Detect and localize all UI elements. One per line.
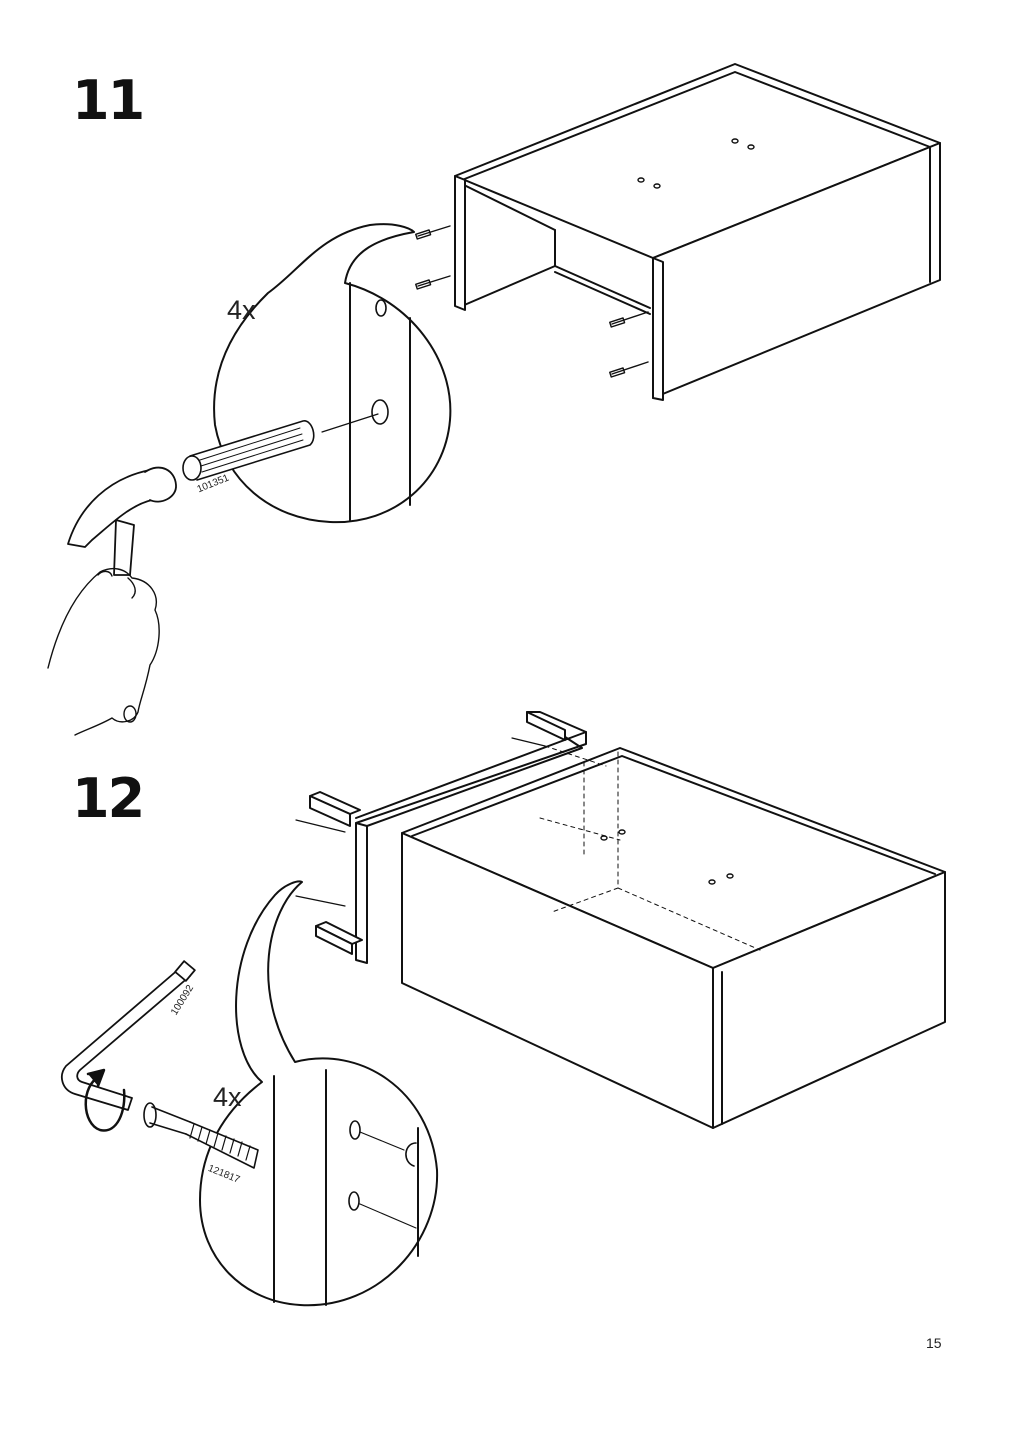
hand-icon xyxy=(47,567,160,736)
hammer-icon xyxy=(67,466,177,576)
rotate-arrow-icon xyxy=(84,1068,126,1132)
step-12-cabinet xyxy=(401,745,946,1129)
step-12-quantity: 4x xyxy=(213,1082,242,1112)
page-number: 15 xyxy=(926,1335,942,1351)
step-11-detail-bubble xyxy=(213,223,452,524)
wooden-dowel-icon xyxy=(182,420,315,481)
step-11-cabinet xyxy=(415,63,941,401)
step-12-number: 12 xyxy=(72,767,145,830)
step-11-number: 11 xyxy=(72,69,145,132)
step-12-base-frame xyxy=(295,711,587,964)
step-12-detail-bubble xyxy=(199,880,439,1307)
step-11-quantity: 4x xyxy=(227,295,256,325)
screw-icon xyxy=(143,1102,259,1169)
allen-key-icon xyxy=(61,960,196,1111)
